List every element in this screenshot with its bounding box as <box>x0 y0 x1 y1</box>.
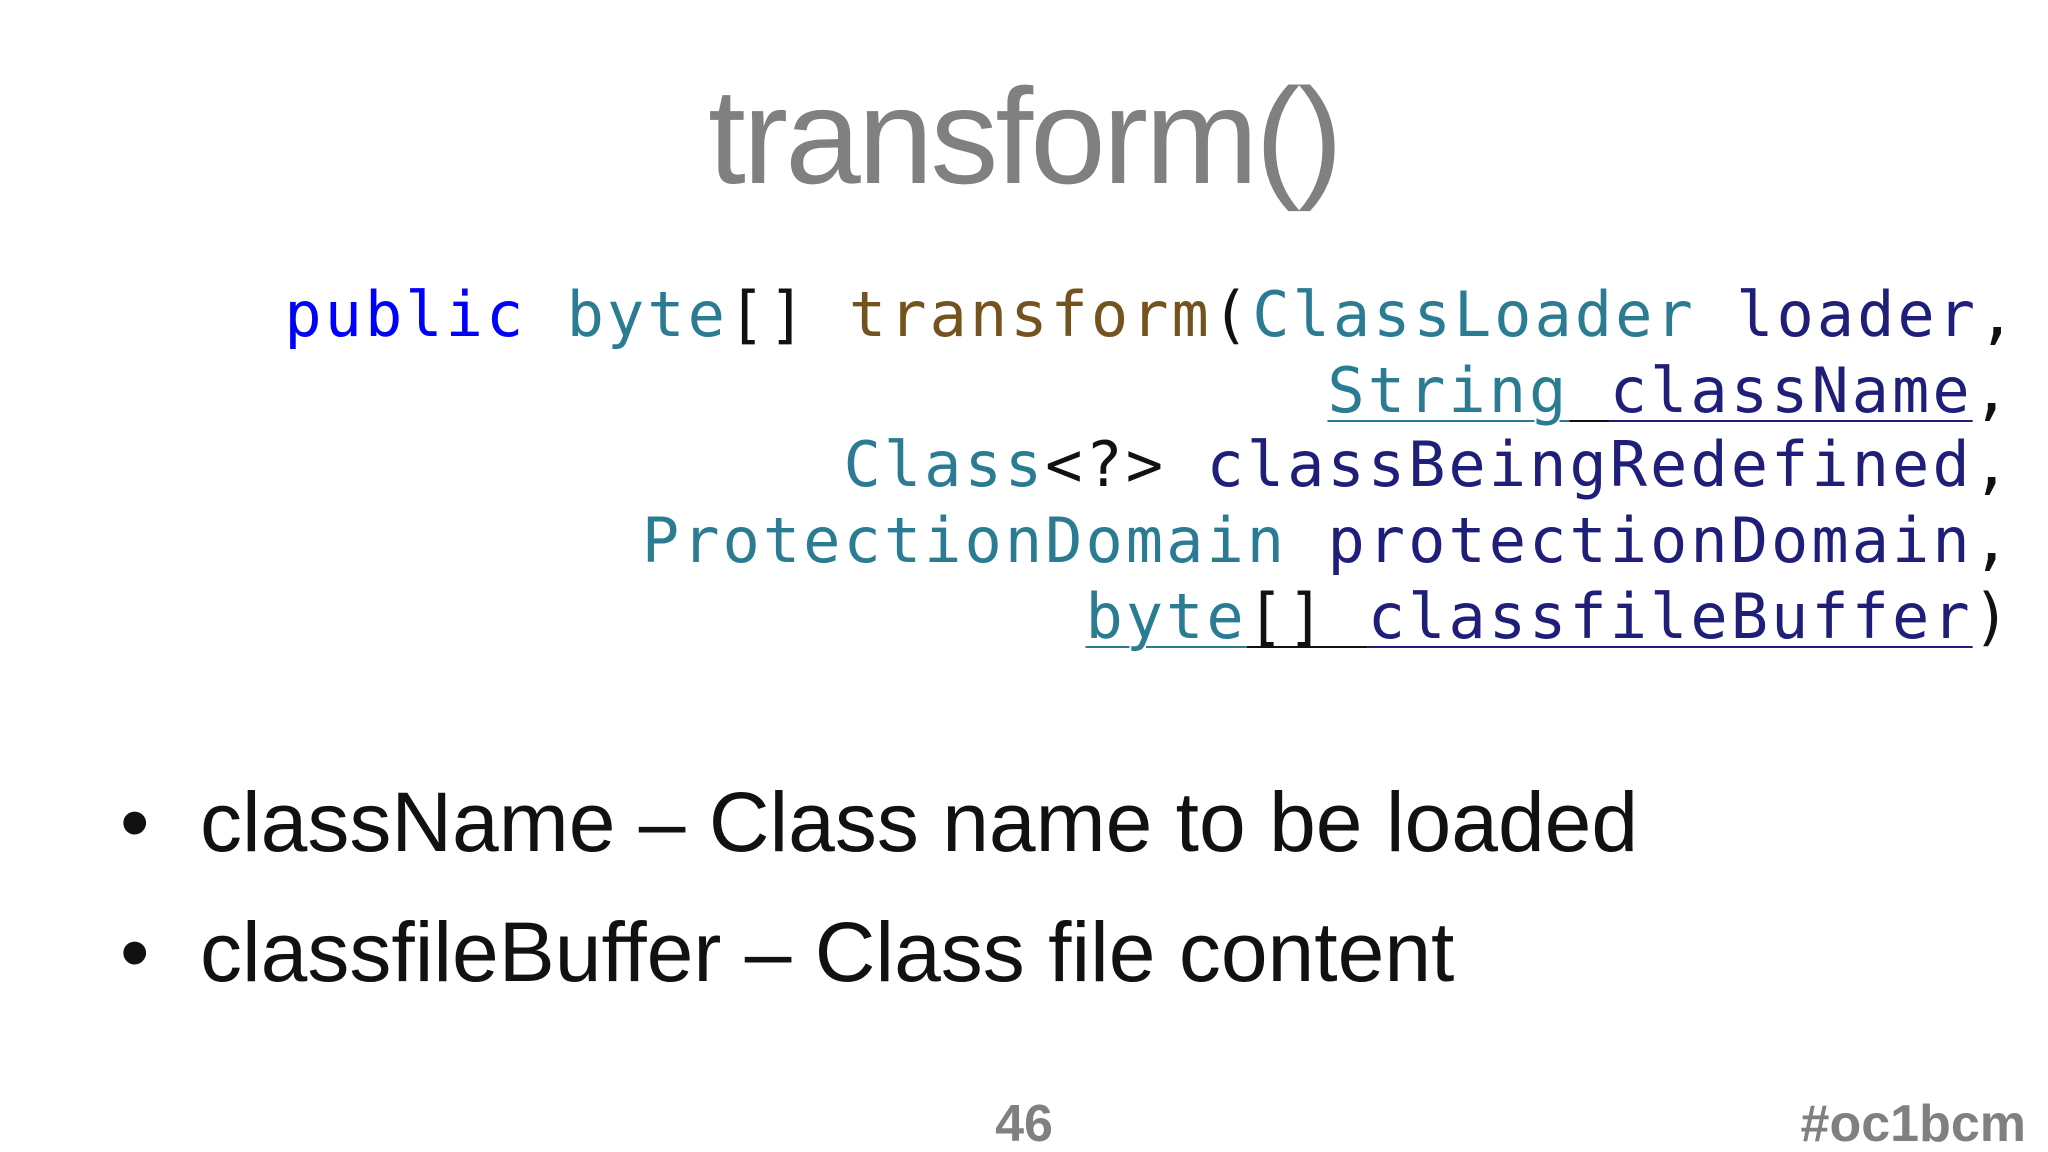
slide-title: transform() <box>708 60 1343 212</box>
code-type-class: Class <box>843 428 1046 501</box>
code-type-classloader: ClassLoader <box>1252 278 1696 351</box>
code-comma: , <box>1972 428 2013 501</box>
code-line-1: public byte[] transform(ClassLoader load… <box>123 222 2018 408</box>
code-close-paren: ) <box>1972 580 2013 653</box>
code-method-name: transform <box>848 278 1212 351</box>
page-number: 46 <box>995 1095 1053 1152</box>
bullet-dot: • <box>120 775 150 869</box>
code-line-2: String className, <box>1166 298 2013 484</box>
code-type-protectiondomain: ProtectionDomain <box>641 504 1288 577</box>
code-comma: , <box>1972 504 2013 577</box>
code-line-4: ProtectionDomain protectionDomain, <box>481 448 2013 634</box>
code-param-protectiondomain: protectionDomain <box>1327 504 1973 577</box>
code-comma: , <box>1972 354 2013 427</box>
code-brackets: [] <box>727 278 849 351</box>
code-type-byte: byte <box>566 278 728 351</box>
code-comma: , <box>1978 278 2019 351</box>
bullet-dot: • <box>120 905 150 999</box>
code-param-loader: loader <box>1736 278 1979 351</box>
hashtag-label: #oc1bcm <box>1800 1095 2026 1152</box>
code-type-string: String <box>1327 354 1570 427</box>
code-type-byte: byte <box>1085 580 1247 653</box>
code-generic-wildcard: <?> <box>1045 428 1207 501</box>
code-brackets: [] <box>1246 580 1368 653</box>
code-open-paren: ( <box>1211 278 1253 351</box>
bullet-item: •classfileBuffer – Class file content <box>120 910 1638 1040</box>
code-param-classfilebuffer: classfileBuffer <box>1367 580 1973 653</box>
code-param-classbeingredefined: classBeingRedefined <box>1206 428 1973 501</box>
code-line-3: Class<?> classBeingRedefined, <box>682 372 2013 558</box>
bullet-text: classfileBuffer – Class file content <box>200 905 1455 999</box>
code-line-5: byte[] classfileBuffer) <box>924 524 2013 710</box>
code-param-classname: className <box>1609 354 1973 427</box>
bullet-list: •className – Class name to be loaded •cl… <box>120 780 1638 1040</box>
bullet-text: className – Class name to be loaded <box>200 775 1639 869</box>
code-keyword-public: public <box>284 278 567 351</box>
bullet-item: •className – Class name to be loaded <box>120 780 1638 910</box>
